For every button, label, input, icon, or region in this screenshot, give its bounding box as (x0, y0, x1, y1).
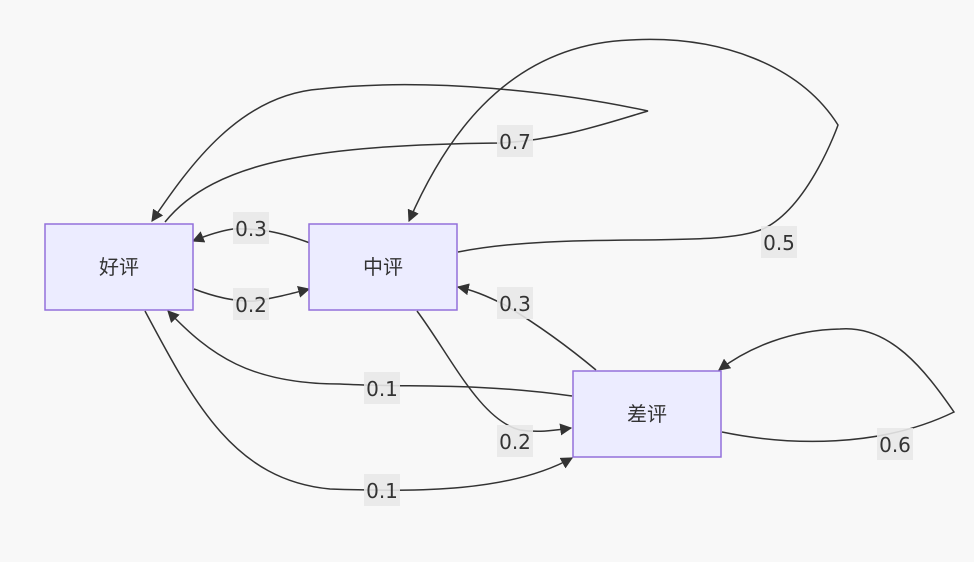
edge-labels: 0.7 0.2 0.1 0.3 0.5 0.2 0.1 0.3 0.6 (233, 125, 913, 506)
edge-label-neutral-to-bad: 0.2 (499, 430, 531, 454)
node-bad[interactable]: 差评 (572, 370, 722, 458)
edge-bad-to-good (167, 310, 573, 397)
node-neutral-label: 中评 (363, 255, 403, 279)
edge-label-bad-to-bad: 0.6 (879, 433, 911, 457)
edge-good-to-bad (144, 310, 574, 491)
edge-bad-to-bad (718, 328, 956, 443)
edges (144, 38, 956, 491)
edge-label-neutral-to-good: 0.3 (235, 217, 267, 241)
edge-neutral-to-bad (416, 310, 573, 436)
edge-neutral-to-neutral (407, 38, 839, 253)
edge-label-good-to-good: 0.7 (499, 130, 531, 154)
node-bad-label: 差评 (627, 402, 667, 426)
node-neutral[interactable]: 中评 (308, 223, 458, 311)
node-good-label: 好评 (99, 255, 139, 279)
edge-label-neutral-to-neutral: 0.5 (763, 231, 795, 255)
edge-label-good-to-bad: 0.1 (366, 479, 398, 503)
edge-good-to-good (151, 83, 649, 223)
edge-label-good-to-neutral: 0.2 (235, 293, 267, 317)
node-good[interactable]: 好评 (44, 223, 194, 311)
edge-label-bad-to-neutral: 0.3 (499, 292, 531, 316)
edge-label-bad-to-good: 0.1 (366, 377, 398, 401)
